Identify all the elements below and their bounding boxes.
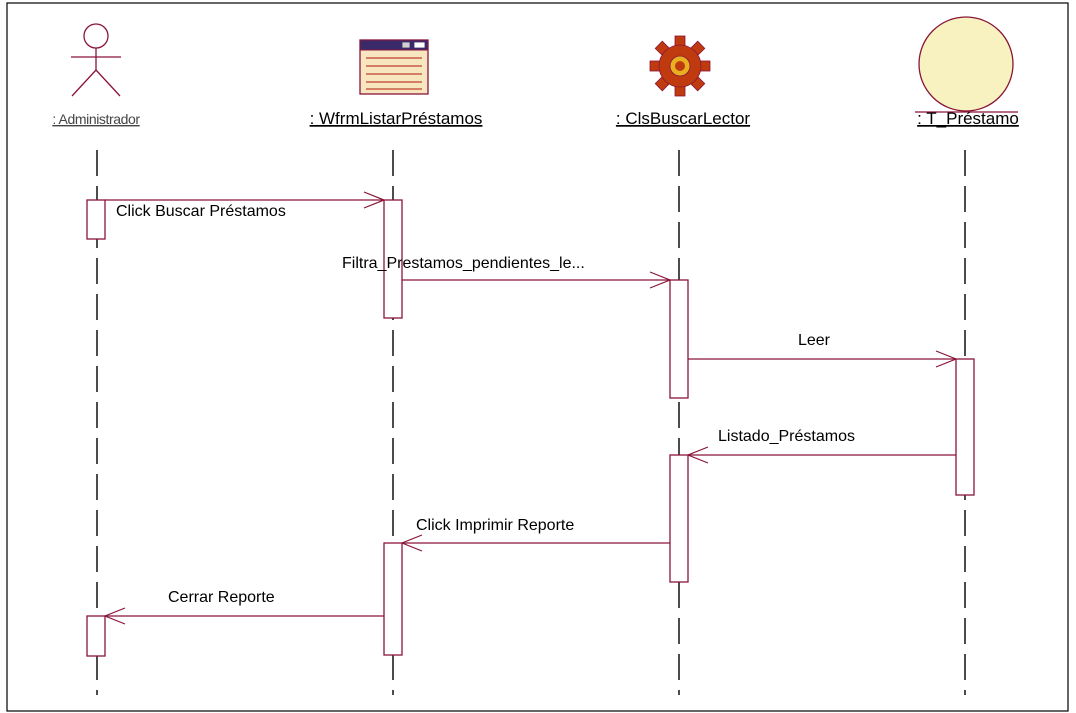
- activation-t-prestamo-1: [955, 358, 975, 496]
- activation-administrador-1: [86, 199, 106, 240]
- message-listado-prestamos: Listado_Préstamos: [686, 428, 956, 464]
- message-click-buscar-prestamos: Click Buscar Préstamos: [105, 191, 386, 220]
- lifeline-t-prestamo: : T_Préstamo: [915, 16, 1019, 695]
- message-label: Listado_Préstamos: [718, 428, 855, 445]
- lifeline-cls-buscar-lector: : ClsBuscarLector: [616, 35, 750, 695]
- lifeline-label-wfrm-listar-prestamos: : WfrmListarPréstamos: [310, 109, 483, 128]
- entity-circle-icon: [915, 16, 1018, 113]
- activation-wfrm-2: [383, 542, 403, 656]
- actor-stick-figure-icon: [71, 23, 121, 97]
- activation-cls-2: [669, 454, 689, 583]
- message-label: Click Imprimir Reporte: [416, 517, 574, 534]
- activation-wfrm-1: [383, 199, 403, 319]
- message-cerrar-reporte: Cerrar Reporte: [103, 589, 384, 625]
- message-label: Click Buscar Préstamos: [116, 203, 286, 220]
- activation-administrador-2: [86, 615, 106, 657]
- message-label: Filtra_Prestamos_pendientes_le...: [342, 255, 585, 272]
- lifeline-label-t-prestamo: : T_Préstamo: [917, 109, 1019, 128]
- lifeline-administrador: : Administrador: [52, 23, 141, 695]
- diagram-frame: [6, 2, 1069, 712]
- gear-icon: [649, 35, 711, 97]
- message-filtra-prestamos: Filtra_Prestamos_pendientes_le...: [342, 255, 672, 289]
- message-leer: Leer: [688, 332, 958, 368]
- activation-cls-1: [669, 279, 689, 399]
- lifeline-label-cls-buscar-lector: : ClsBuscarLector: [616, 109, 750, 128]
- lifeline-wfrm-listar-prestamos: : WfrmListarPréstamos: [310, 39, 483, 695]
- window-form-icon: [359, 39, 429, 95]
- message-label: Leer: [798, 332, 831, 349]
- message-label: Cerrar Reporte: [168, 589, 275, 606]
- lifeline-label-administrador: : Administrador: [52, 111, 140, 127]
- message-click-imprimir-reporte: Click Imprimir Reporte: [400, 517, 670, 552]
